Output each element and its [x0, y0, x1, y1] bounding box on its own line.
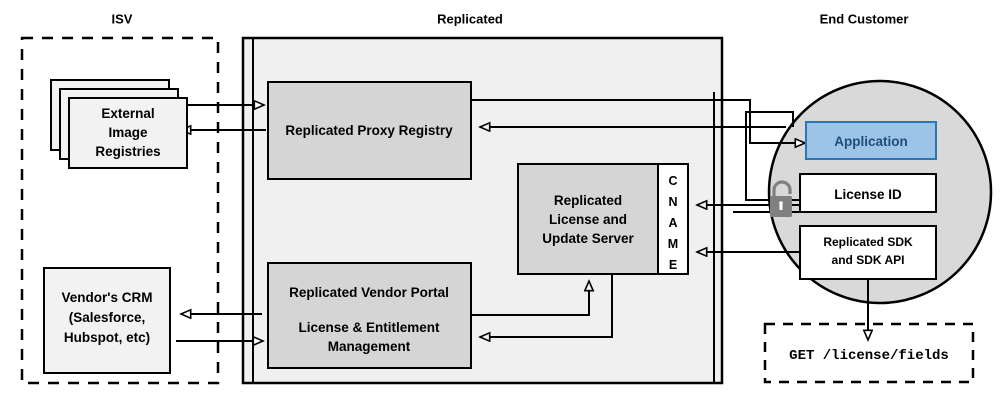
cname-letter-0: C [668, 174, 677, 188]
edge-lock-rail-upper [745, 111, 794, 201]
node-replicated-sdk[interactable]: Replicated SDK and SDK API [799, 225, 937, 280]
zone-label-end-customer: End Customer [820, 11, 909, 26]
cname-letter-1: N [668, 195, 677, 209]
registries-line-3: Registries [95, 144, 160, 159]
registries-line-2: Image [108, 125, 148, 140]
crm-line-1: Vendor's CRM [62, 290, 153, 305]
node-application[interactable]: Application [805, 121, 937, 160]
crm-line-2: (Salesforce, [69, 310, 146, 325]
license-server-line-1: Replicated [554, 193, 622, 208]
cname-letter-2: A [668, 216, 677, 230]
sdk-line-2: and SDK API [832, 253, 905, 267]
node-api-request[interactable]: GET /license/fields [763, 322, 975, 384]
node-replicated-license-update-server[interactable]: Replicated License and Update Server [517, 163, 659, 275]
license-server-line-3: Update Server [542, 231, 634, 246]
node-external-image-registries[interactable]: External Image Registries [50, 79, 188, 169]
cname-letter-4: E [669, 258, 677, 272]
edge-licenseserver-to-vendorportal [480, 275, 613, 337]
isv-zone-boundary [20, 36, 220, 385]
vendor-portal-line-1: Replicated Vendor Portal [289, 285, 449, 300]
node-license-id[interactable]: License ID [799, 173, 937, 213]
unlock-icon-connector-right [792, 199, 800, 213]
license-id-label: License ID [834, 187, 902, 202]
node-cname-strip[interactable]: C N A M E [657, 163, 689, 275]
node-vendors-crm[interactable]: Vendor's CRM (Salesforce, Hubspot, etc) [43, 267, 171, 374]
zone-label-replicated: Replicated [437, 11, 503, 26]
node-replicated-vendor-portal[interactable]: Replicated Vendor Portal License & Entit… [267, 262, 472, 369]
application-label: Application [834, 134, 908, 149]
cname-letter-3: M [668, 237, 678, 251]
unlock-icon-connector-left [760, 199, 770, 213]
unlock-icon [770, 180, 792, 217]
license-server-line-2: License and [549, 212, 627, 227]
vendor-portal-line-3: Management [328, 339, 411, 354]
edge-vendorportal-to-licenseserver [471, 281, 589, 316]
crm-line-3: Hubspot, etc) [64, 330, 150, 345]
api-request-label: GET /license/fields [789, 348, 949, 364]
vendor-portal-line-2: License & Entitlement [298, 320, 440, 335]
registries-line-1: External [101, 106, 154, 121]
edge-proxy-to-application [471, 99, 805, 143]
node-replicated-proxy-registry[interactable]: Replicated Proxy Registry [267, 81, 472, 180]
zone-label-isv: ISV [112, 11, 133, 26]
sdk-line-1: Replicated SDK [823, 235, 913, 249]
proxy-registry-label: Replicated Proxy Registry [285, 123, 453, 138]
